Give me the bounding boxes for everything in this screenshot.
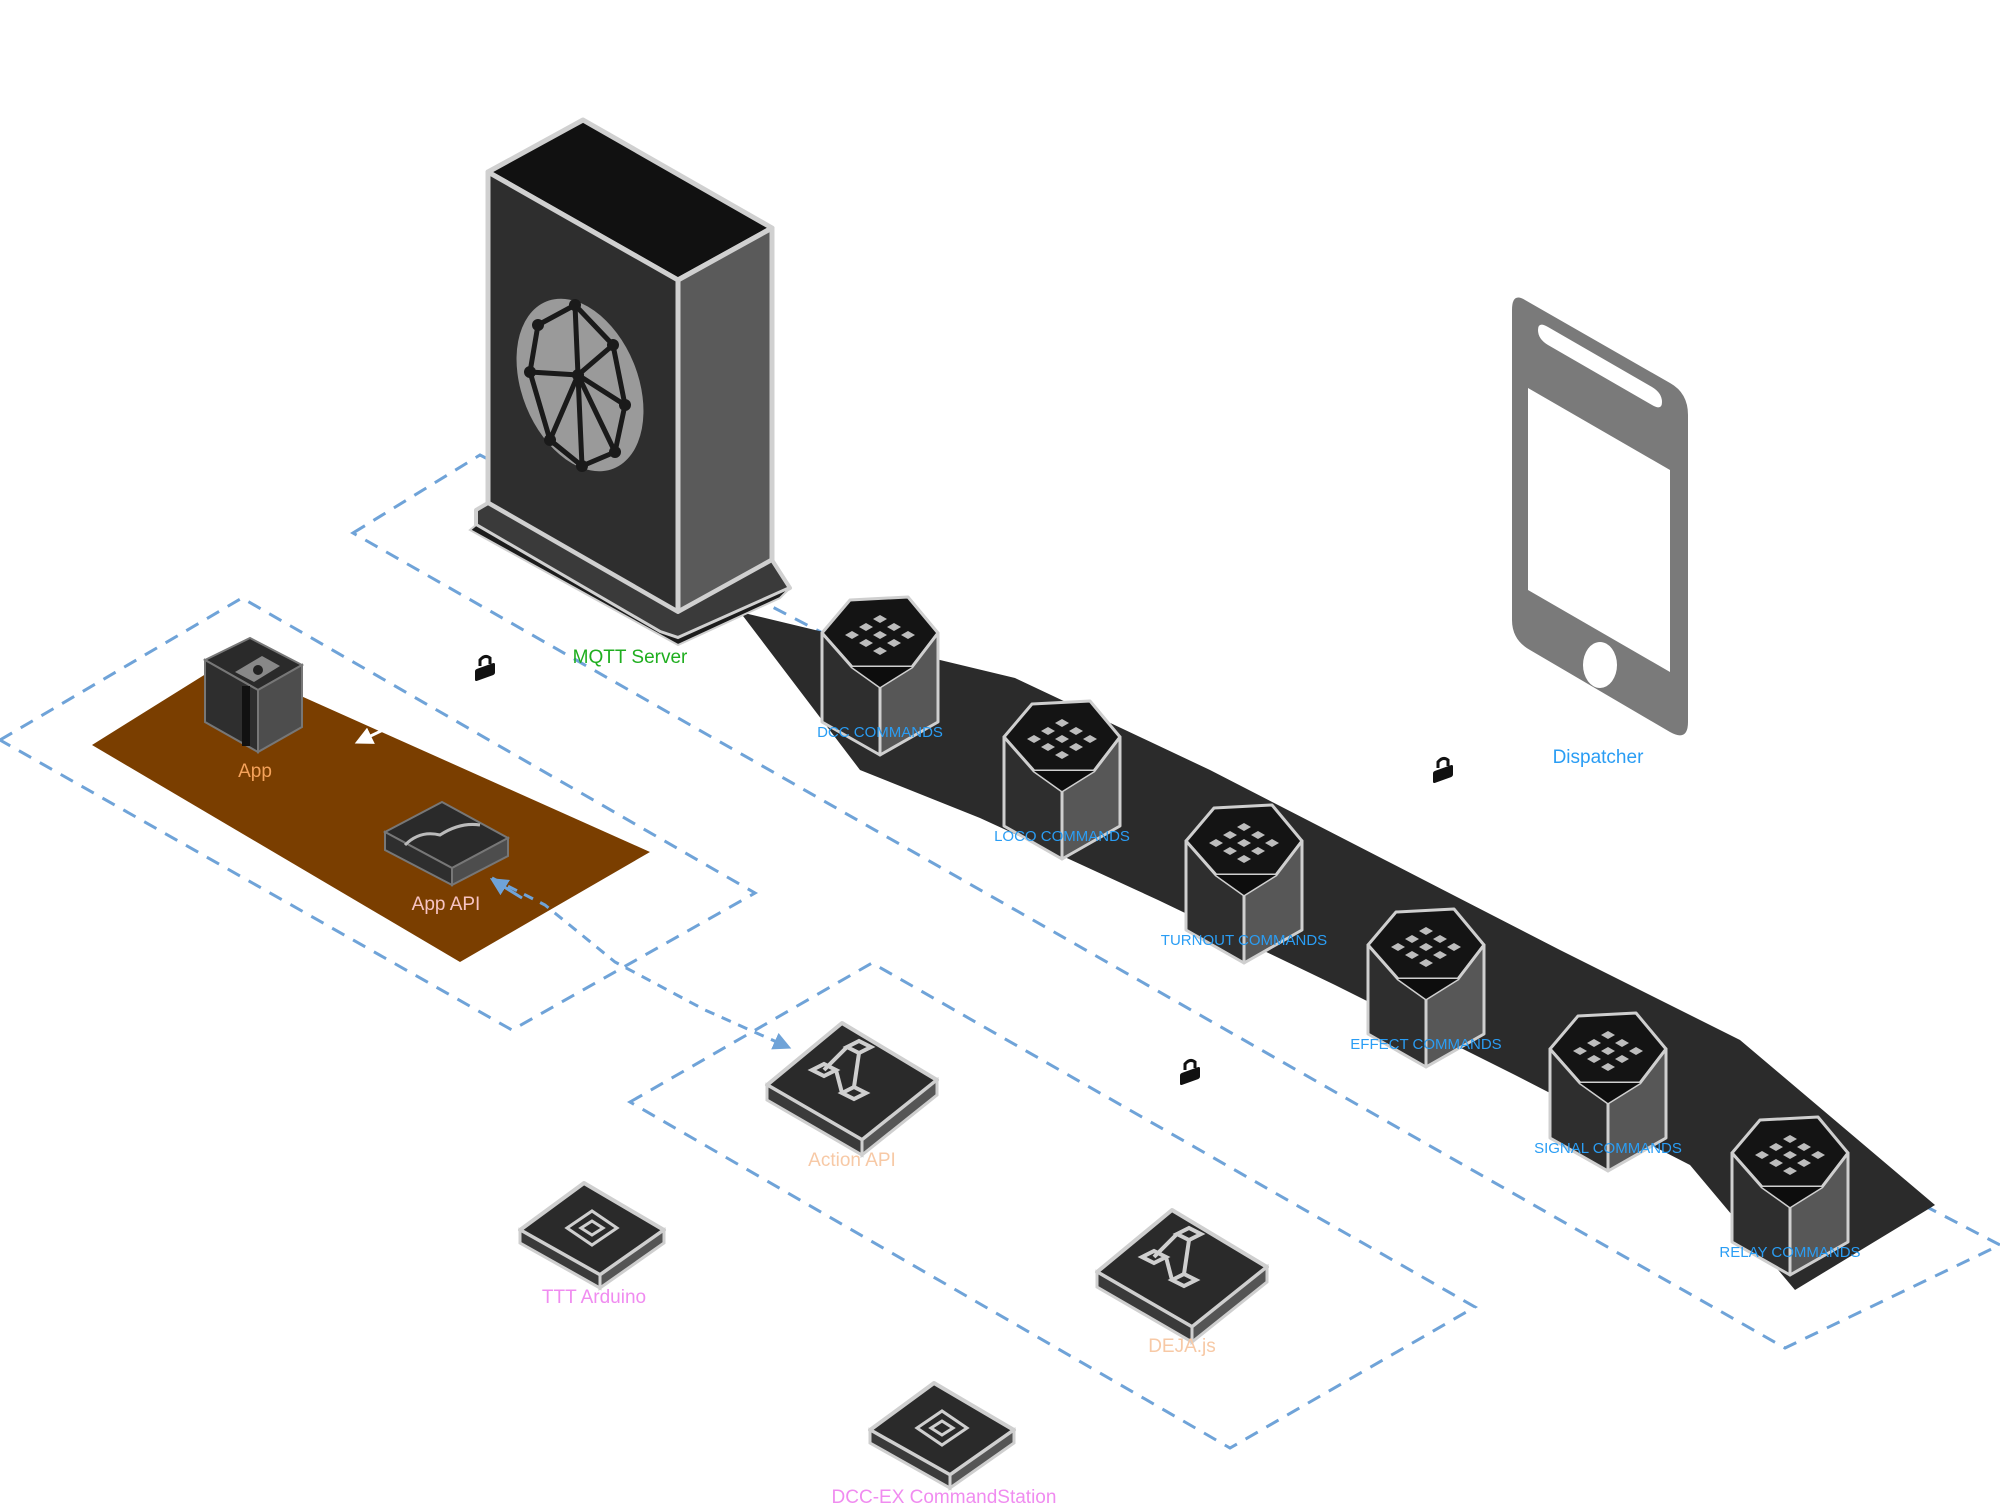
mqtt-server-icon [468,117,792,647]
dispatcher-label: Dispatcher [1553,747,1644,768]
deja-js-label: DEJA.js [1148,1336,1216,1357]
action-api-label: Action API [808,1150,896,1171]
queue-icon [1209,823,1279,863]
action-api-to-app-api-arrow [489,878,523,900]
topic-label-4: SIGNAL COMMANDS [1534,1140,1682,1157]
topic-block-4 [1548,1011,1668,1173]
topic-label-5: RELAY COMMANDS [1719,1244,1860,1261]
app-api-label: App API [412,894,481,915]
ttt-arduino-label: TTT Arduino [542,1287,646,1308]
mqtt-server-label: MQTT Server [573,647,688,668]
queue-icon [845,615,915,655]
ttt-arduino-chip-icon [518,1181,666,1291]
app-internal-arrow [354,716,409,744]
topic-label-0: DCC COMMANDS [817,724,943,741]
lock-icon [1180,1058,1200,1086]
topic-block-3 [1366,907,1486,1069]
dcc-ex-label: DCC-EX CommandStation [832,1487,1057,1508]
topic-label-1: LOCO COMMANDS [994,828,1130,845]
app-group-boundary [0,596,759,1032]
queue-icon [1755,1135,1825,1175]
app-api-icon [382,800,511,887]
topic-block-0 [820,595,940,757]
lock-icon [475,654,495,682]
topic-label-3: EFFECT COMMANDS [1350,1036,1501,1053]
action-api-flow-icon [765,1021,939,1159]
mqtt-topics-group-boundary [350,453,2000,1350]
topic-block-1 [1002,699,1122,861]
app-icon [202,636,305,754]
app-label: App [238,761,272,782]
deja-group-boundary [626,961,1479,1450]
topic-block-2 [1184,803,1304,965]
dcc-ex-chip-icon [868,1381,1016,1491]
topic-block-5 [1730,1115,1850,1277]
app-api-to-action-api-connector [491,876,792,1050]
topic-label-2: TURNOUT COMMANDS [1161,932,1327,949]
queue-icon [1391,927,1461,967]
app-area [92,662,650,962]
queue-icon [1027,719,1097,759]
smartphone-icon [1512,297,1688,736]
lock-icon [1433,756,1453,784]
deja-flow-icon [1095,1208,1269,1346]
queue-icon [1573,1031,1643,1071]
